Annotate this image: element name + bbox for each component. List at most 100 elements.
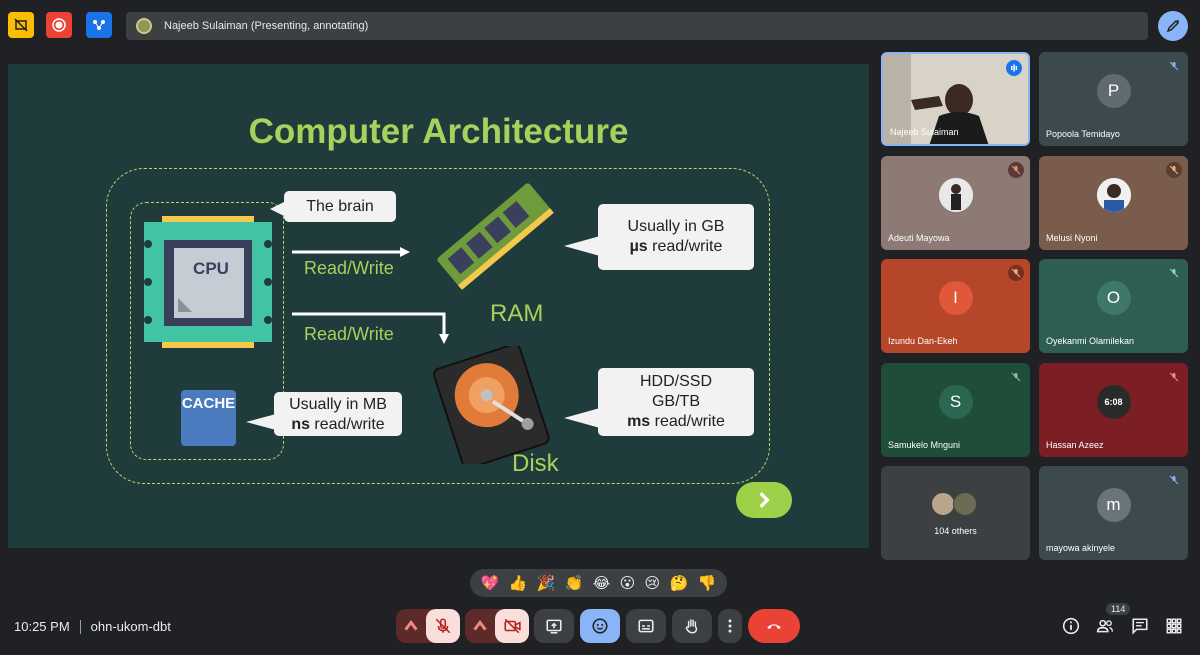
camera-options-button[interactable] bbox=[465, 609, 495, 643]
participant-tile-melusi[interactable]: Melusi Nyoni bbox=[1039, 156, 1188, 250]
avatar: S bbox=[938, 385, 973, 420]
end-call-button[interactable] bbox=[748, 609, 800, 643]
reaction-thinking[interactable]: 🤔 bbox=[669, 573, 689, 592]
participant-name: Samukelo Mnguni bbox=[888, 440, 961, 450]
people-icon bbox=[1096, 619, 1113, 633]
arrow-label-2: Read/Write bbox=[304, 324, 394, 344]
more-vert-icon bbox=[728, 619, 732, 633]
mic-muted-icon bbox=[1008, 369, 1024, 385]
chevron-right-icon bbox=[759, 492, 770, 508]
ram-label: RAM bbox=[490, 300, 544, 327]
chat-button[interactable] bbox=[1130, 616, 1150, 636]
mic-off-icon bbox=[1011, 268, 1021, 278]
participant-tile-adeuti[interactable]: Adeuti Mayowa bbox=[881, 156, 1030, 250]
participant-tile-oyekanmi[interactable]: O Oyekanmi Olamilekan bbox=[1039, 259, 1188, 353]
camera-off-icon bbox=[504, 618, 521, 634]
participant-tile-najeeb[interactable]: Najeeb Sulaiman bbox=[881, 52, 1030, 146]
avatar: P bbox=[1096, 74, 1131, 109]
hand-icon bbox=[685, 619, 698, 634]
bubble-cache: Usually in MB ns read/write bbox=[246, 392, 402, 436]
reaction-thumbs-down[interactable]: 👎 bbox=[697, 573, 717, 592]
raise-hand-button[interactable] bbox=[672, 609, 712, 643]
bubble-disk-bold: ms bbox=[627, 413, 651, 430]
cache-block: CACHE bbox=[181, 390, 236, 446]
participant-tile-izundu[interactable]: I Izundu Dan-Ekeh bbox=[881, 259, 1030, 353]
avatar-text: 6:08 bbox=[1104, 397, 1123, 408]
mic-control-group bbox=[396, 609, 460, 643]
avatar: I bbox=[938, 281, 973, 316]
breakout-rooms-button[interactable] bbox=[86, 12, 112, 38]
present-button[interactable] bbox=[534, 609, 574, 643]
participant-tile-others[interactable]: 104 others bbox=[881, 466, 1030, 560]
participant-name: Najeeb Sulaiman bbox=[890, 127, 959, 137]
reaction-clap[interactable]: 👏 bbox=[564, 573, 584, 592]
bubble-disk-line2: GB/TB bbox=[651, 393, 700, 410]
avatar: m bbox=[1096, 488, 1131, 523]
mic-muted-icon bbox=[1166, 162, 1182, 178]
people-button[interactable] bbox=[1095, 616, 1115, 636]
participant-tile-mayowa[interactable]: m mayowa akinyele bbox=[1039, 466, 1188, 560]
bubble-ram-line1: Usually in GB bbox=[627, 218, 725, 235]
cpu-chip-icon: CPU bbox=[144, 216, 272, 348]
slide-title: Computer Architecture bbox=[248, 112, 629, 151]
reaction-heart[interactable]: 💖 bbox=[480, 573, 500, 592]
presenter-text: Najeeb Sulaiman (Presenting, annotating) bbox=[164, 20, 369, 32]
participant-tile-samukelo[interactable]: S Samukelo Mnguni bbox=[881, 363, 1030, 457]
video-feed bbox=[883, 54, 1028, 144]
reaction-party[interactable]: 🎉 bbox=[536, 573, 556, 592]
divider bbox=[79, 619, 81, 634]
record-icon bbox=[52, 18, 66, 32]
mic-muted-icon bbox=[1166, 265, 1182, 281]
camera-toggle-button[interactable] bbox=[495, 609, 529, 643]
data-flow-arrows bbox=[292, 247, 449, 344]
system-boundary bbox=[106, 168, 770, 484]
captions-icon bbox=[638, 619, 654, 633]
mic-off-icon bbox=[1011, 372, 1021, 382]
mic-muted-icon bbox=[1166, 58, 1182, 74]
reaction-surprised[interactable]: 😮 bbox=[619, 573, 636, 592]
participant-count-badge: 114 bbox=[1106, 603, 1131, 615]
more-options-button[interactable] bbox=[718, 609, 742, 643]
recording-button[interactable] bbox=[46, 12, 72, 38]
meeting-code: ohn-ukom-dbt bbox=[90, 619, 171, 634]
bubble-cache-bold: ns bbox=[291, 416, 310, 433]
participant-name: Melusi Nyoni bbox=[1046, 233, 1098, 243]
mic-off-icon bbox=[1169, 372, 1179, 382]
no-video-icon-button[interactable] bbox=[8, 12, 34, 38]
avatar bbox=[931, 492, 955, 516]
bubble-ram-rest: read/write bbox=[647, 238, 723, 255]
mic-options-button[interactable] bbox=[396, 609, 426, 643]
mic-off-icon bbox=[1169, 165, 1179, 175]
reaction-laugh[interactable]: 😂 bbox=[592, 573, 611, 592]
mic-toggle-button[interactable] bbox=[426, 609, 460, 643]
clock: 10:25 PM bbox=[14, 619, 70, 634]
participant-name: Adeuti Mayowa bbox=[888, 233, 950, 243]
avatar bbox=[938, 178, 973, 213]
captions-button[interactable] bbox=[626, 609, 666, 643]
mic-off-icon bbox=[435, 618, 451, 634]
top-bar: Najeeb Sulaiman (Presenting, annotating) bbox=[8, 10, 1188, 42]
bubble-disk: HDD/SSD GB/TB ms read/write bbox=[564, 368, 754, 436]
reaction-sad[interactable]: 😢 bbox=[644, 573, 661, 592]
mic-muted-icon bbox=[1008, 162, 1024, 178]
participant-tile-popoola[interactable]: P Popoola Temidayo bbox=[1039, 52, 1188, 146]
bubble-disk-rest: read/write bbox=[650, 413, 725, 430]
ram-stick-icon bbox=[437, 183, 554, 290]
arrow-label-1: Read/Write bbox=[304, 258, 394, 278]
activities-button[interactable] bbox=[1164, 616, 1184, 636]
info-icon bbox=[1062, 617, 1080, 635]
slide-next-button[interactable] bbox=[736, 482, 792, 518]
meeting-details-button[interactable] bbox=[1061, 616, 1081, 636]
reaction-thumbs-up[interactable]: 👍 bbox=[508, 573, 528, 592]
participant-tile-hassan[interactable]: 6:08 Hassan Azeez bbox=[1039, 363, 1188, 457]
reaction-bar: 💖 👍 🎉 👏 😂 😮 😢 🤔 👎 bbox=[470, 569, 727, 597]
avatar bbox=[1096, 178, 1131, 213]
emoji-icon bbox=[592, 618, 608, 634]
avatar: 6:08 bbox=[1096, 385, 1131, 420]
mic-off-icon bbox=[1169, 475, 1179, 485]
reactions-button[interactable] bbox=[580, 609, 620, 643]
annotate-button[interactable] bbox=[1158, 11, 1188, 41]
present-screen-icon bbox=[546, 619, 562, 634]
mic-off-icon bbox=[1169, 268, 1179, 278]
mic-muted-icon bbox=[1166, 369, 1182, 385]
